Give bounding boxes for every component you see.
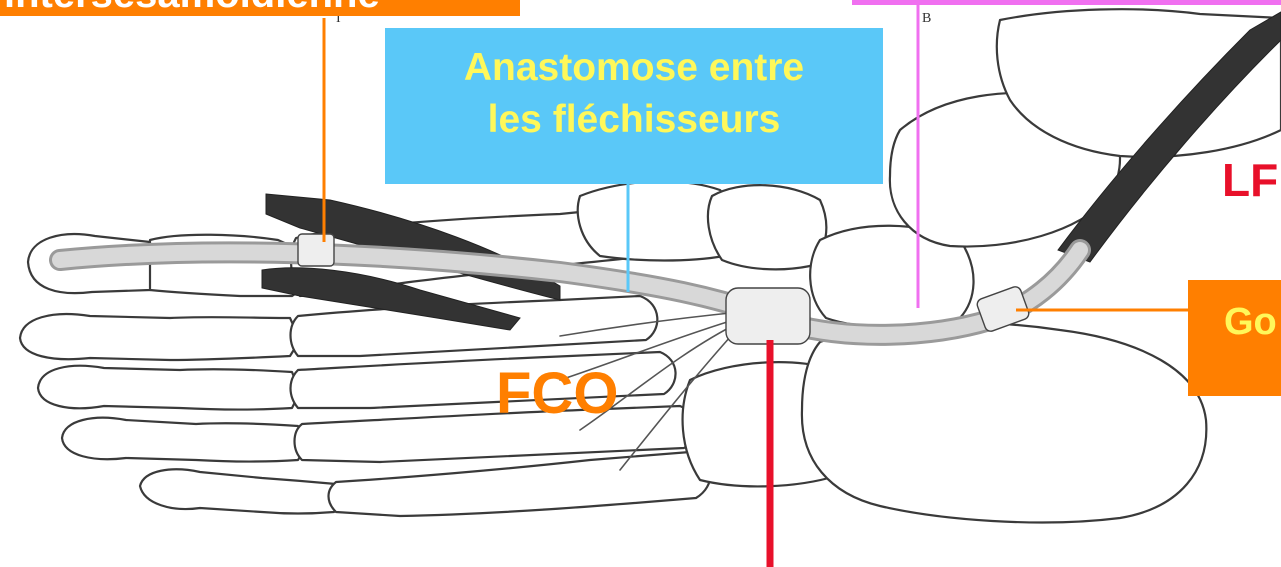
toe2-phalanges <box>20 314 300 360</box>
figure-letter-b: B <box>922 11 931 26</box>
label-anastomose-line2: les fléchisseurs <box>385 94 883 146</box>
pink-label-edge <box>852 0 1281 5</box>
knot-of-henry <box>726 288 810 344</box>
label-anastomose: Anastomose entre les fléchisseurs <box>385 28 883 184</box>
toe5-phalanges <box>140 469 342 513</box>
toe3-phalanges <box>38 366 300 410</box>
label-intersesamoidienne-text: intersésamoïdienne <box>4 0 380 16</box>
toe4-phalanges <box>62 418 306 462</box>
label-lf: LF <box>1222 150 1281 210</box>
calcaneus <box>802 323 1206 523</box>
sesamoid-sheath <box>298 234 334 266</box>
label-fco: FCO <box>496 358 646 430</box>
label-intersesamoidienne: intersésamoïdienne <box>0 0 520 16</box>
label-anastomose-line1: Anastomose entre <box>385 42 883 94</box>
label-gouttiere-text: Go <box>1224 301 1277 343</box>
label-gouttiere: Go <box>1188 280 1281 396</box>
cuneiform-intermediate <box>708 185 826 269</box>
